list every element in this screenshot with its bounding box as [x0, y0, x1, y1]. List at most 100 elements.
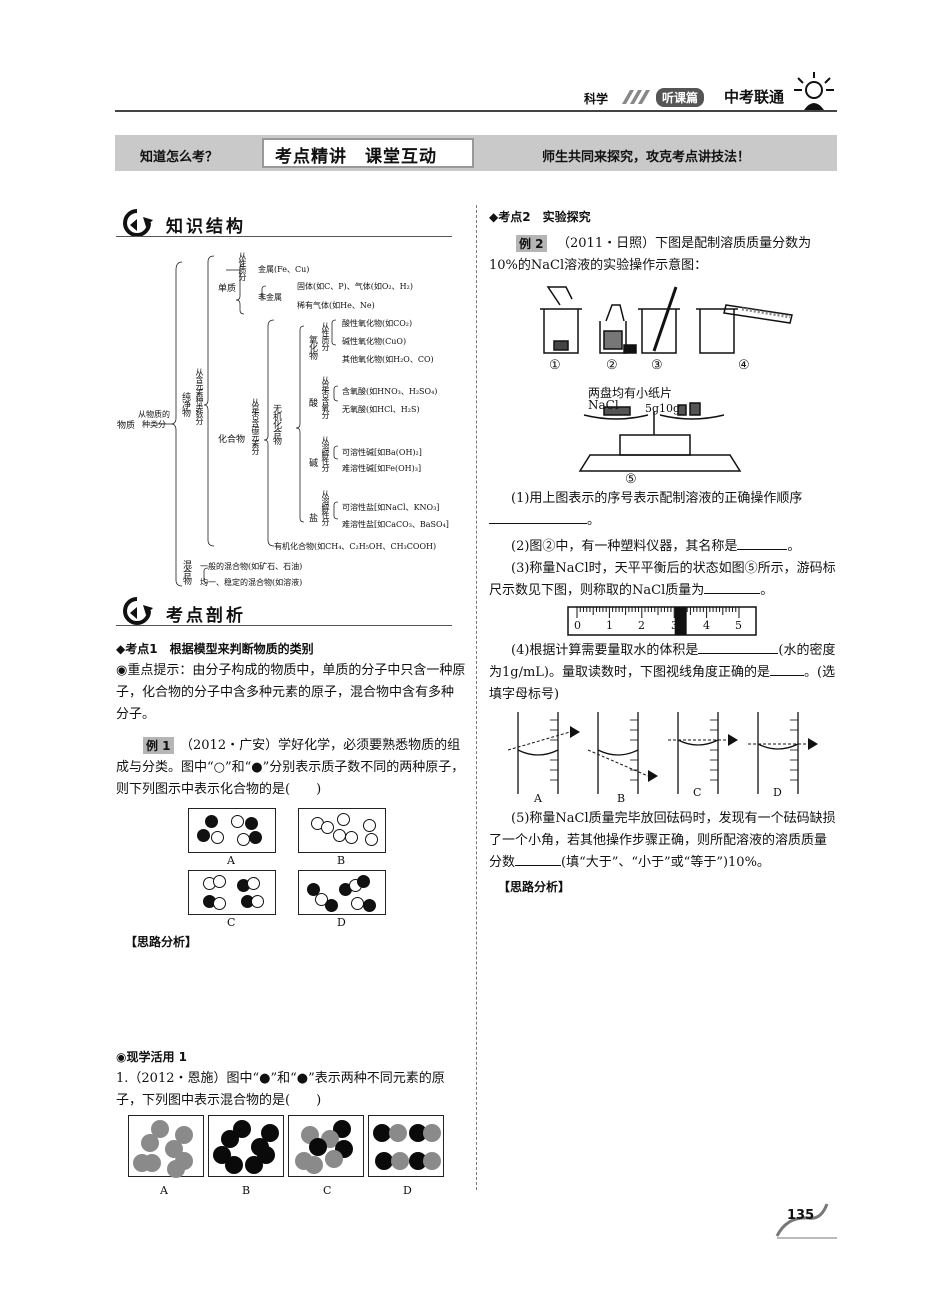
example1-label: 例 1	[143, 737, 174, 754]
example1-text: （2012・广安）学好化学，必须要熟悉物质的组成与分类。图中“○”和“●”分别表…	[116, 738, 465, 797]
practice-label-c: C	[323, 1184, 332, 1197]
practice-label-a: A	[160, 1184, 168, 1197]
point2-heading: ◆考点2 实验探究	[489, 210, 591, 224]
rider-ruler	[567, 606, 757, 636]
tree-oxide-edge: 从性质分	[321, 322, 330, 350]
knowledge-title: 知识结构	[166, 217, 246, 237]
cylinder-reading-figure	[508, 712, 818, 794]
section-swirl-icon	[123, 597, 153, 625]
practice-label-d: D	[403, 1184, 412, 1197]
question-4-text-c: 。(选填字母标号)	[489, 665, 836, 702]
tree-acid-edge: 从是否含氧分	[321, 376, 330, 418]
answer-blank-3[interactable]	[704, 593, 761, 594]
point1-heading: ◆考点1 根据模型来判断物质的类别	[116, 642, 314, 656]
tree-root: 物质	[117, 421, 136, 431]
tree-oxide-item: 酸性氧化物(如CO₂)	[342, 319, 413, 328]
answer-blank-2[interactable]	[737, 549, 788, 550]
tree-inorganic: 无机化合物	[271, 404, 281, 444]
question-4-text-b: (水的密度为1g/mL)。量取读数时，下图视线角度正确的是	[489, 643, 836, 680]
tree-metal: 金属(Fe、Cu)	[258, 265, 310, 274]
tree-acid: 酸	[309, 399, 319, 409]
page-number-ornament-icon	[775, 1203, 837, 1239]
option-b-box	[298, 808, 386, 853]
step-label: ④	[738, 358, 750, 373]
stripes-icon	[622, 90, 650, 104]
ruler-labels: 0 1 2 3 4 5	[567, 619, 759, 633]
step-label: ⑤	[625, 472, 637, 487]
tree-oxide-item: 碱性氧化物(CuO)	[342, 337, 407, 346]
knowledge-rule	[116, 236, 452, 237]
cylinder-label: D	[773, 786, 782, 799]
tree-mixture-item: 均一、稳定的混合物(如溶液)	[200, 578, 303, 587]
question-5-text-a: (5)称量NaCl质量完毕放回砝码时，发现有一个砝码缺损了一个小角，若其他操作步…	[489, 811, 836, 870]
example2-label-wrap: 例 2	[516, 233, 547, 252]
tree-nonmetal-item: 稀有气体(如He、Ne)	[297, 301, 375, 310]
balance-weights: 5g10g	[645, 402, 681, 415]
question-2-end: 。	[787, 539, 801, 554]
option-d-box	[298, 870, 386, 915]
lab-procedure-figure	[540, 286, 793, 472]
question-3-end: 。	[760, 583, 774, 598]
option-c-box	[188, 870, 276, 915]
tree-pure-edge: 从含元素种类数分	[195, 368, 204, 424]
header-rule	[115, 110, 837, 112]
cylinder-label: C	[693, 786, 702, 799]
column-divider	[476, 205, 477, 1190]
header-tag: 听课篇	[656, 88, 705, 107]
banner-right: 师生共同来探究，攻克考点讲技法！	[542, 150, 751, 165]
hint-text: ◉重点提示：由分子构成的物质中，单质的分子中只含一种原子，化合物的分子中含多种元…	[116, 663, 466, 722]
tree-pure: 纯净物	[180, 392, 190, 416]
answer-blank-4b[interactable]	[770, 675, 805, 676]
balance-note: 两盘均有小纸片	[588, 386, 673, 400]
ruler-tick-label: 0	[574, 619, 581, 632]
ruler-tick-label: 1	[606, 619, 613, 632]
tree-element-edge: 从性质分	[238, 252, 247, 280]
answer-blank-5[interactable]	[515, 865, 562, 866]
tree-base-item: 可溶性碱[如Ba(OH)₂]	[342, 448, 422, 457]
section-swirl-icon	[123, 209, 153, 237]
practice-title: ◉现学活用 1	[116, 1050, 187, 1064]
question-1-end: 。	[587, 513, 601, 528]
ruler-rider	[674, 607, 687, 635]
ruler-tick-label: 3	[671, 619, 678, 632]
practice-label-b: B	[242, 1184, 251, 1197]
practice-box-d	[368, 1115, 444, 1177]
ruler-tick-label: 5	[735, 619, 742, 632]
tree-oxide: 氧化物	[307, 335, 317, 359]
tree-organic: 有机化合物(如CH₄、C₂H₅OH、CH₃COOH)	[274, 542, 437, 551]
thinking-label-left: 【思路分析】	[125, 935, 198, 949]
analysis-rule	[116, 625, 452, 626]
tree-salt-item: 可溶性盐[如NaCl、KNO₃]	[342, 503, 440, 512]
step-label: ①	[549, 358, 561, 373]
question-3-text: (3)称量NaCl时，天平平衡后的状态如图⑤所示，游码标尺示数见下图，则称取的N…	[489, 561, 836, 598]
page-number: 135	[787, 1208, 815, 1223]
balance-nacl: NaCl	[588, 398, 619, 412]
tree-compound: 化合物	[218, 435, 246, 445]
tree-base-edge: 从溶解性分	[321, 436, 330, 471]
ruler-tick-label: 4	[703, 619, 710, 632]
cylinder-label: B	[617, 792, 626, 805]
tree-nonmetal-item: 固体(如C、P)、气体(如O₂、H₂)	[297, 282, 413, 291]
tree-mixture: 混合物	[181, 560, 191, 584]
tree-base-item: 难溶性碱[如Fe(OH)₃]	[342, 464, 422, 473]
tree-compound-edge: 从是否含碳元素分	[251, 398, 260, 454]
practice-box-c	[288, 1115, 364, 1177]
tree-oxide-item: 其他氧化物(如H₂O、CO)	[342, 355, 434, 364]
analysis-title: 考点剖析	[166, 606, 246, 626]
option-b-label: B	[337, 854, 346, 867]
question-2: (2)图②中，有一种塑料仪器，其名称是。	[489, 536, 837, 558]
header-brand: 中考联通	[724, 88, 785, 106]
question-5-text-b: (填“大于”、“小于”或“等于”)10%。	[561, 855, 770, 870]
answer-blank-1[interactable]	[489, 523, 587, 524]
option-a-label: A	[227, 854, 235, 867]
tree-mixture-item: 一般的混合物(如矿石、石油)	[200, 562, 303, 571]
practice-box-a	[128, 1115, 204, 1178]
example2-label: 例 2	[516, 235, 547, 252]
tree-salt-item: 难溶性盐[如CaCO₃、BaSO₄]	[342, 520, 449, 529]
tree-nonmetal: 非金属	[258, 293, 282, 302]
example1-label-wrap: 例 1	[143, 735, 174, 754]
ruler-tick-label: 2	[638, 619, 645, 632]
question-4-text-a: (4)根据计算需要量取水的体积是	[511, 643, 699, 658]
answer-blank-4a[interactable]	[698, 653, 779, 654]
question-1: (1)用上图表示的序号表示配制溶液的正确操作顺序 。	[489, 488, 837, 532]
